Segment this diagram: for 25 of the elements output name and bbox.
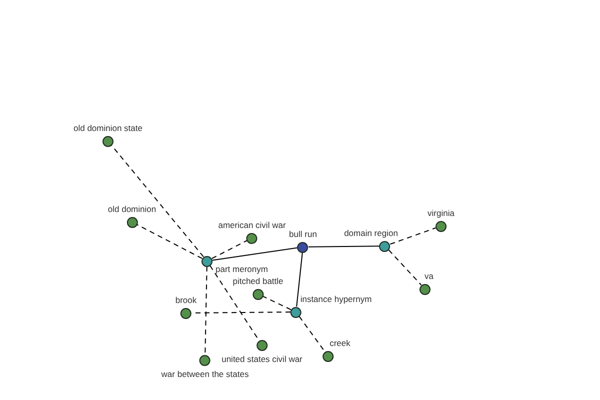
connector-line — [210, 265, 260, 341]
node-label: creek — [330, 338, 350, 348]
node-label: brook — [175, 294, 197, 304]
node-label: american civil war — [218, 220, 286, 230]
connector-line — [388, 250, 422, 286]
node-label: war between the states — [161, 368, 249, 378]
node-label: pitched battle — [232, 276, 284, 286]
connector-line — [296, 252, 303, 308]
node-label: instance hypernym — [300, 294, 372, 304]
node-label: virginia — [428, 208, 454, 218]
connector-line — [298, 316, 326, 352]
connector-line — [136, 224, 203, 259]
connector-line — [262, 296, 292, 310]
connector-line — [308, 246, 380, 248]
connector-line — [212, 247, 298, 261]
node-label: bull run — [289, 228, 317, 238]
connector-line — [211, 240, 248, 259]
node-label: va — [424, 270, 434, 280]
node-label: united states civil war — [222, 354, 302, 364]
node-label: old dominion state — [74, 122, 142, 132]
connector-line — [204, 266, 208, 355]
node-label: part meronym — [216, 264, 268, 274]
connector-line — [390, 227, 436, 245]
node-label: domain region — [344, 228, 398, 238]
node-label: old dominion — [108, 204, 156, 214]
